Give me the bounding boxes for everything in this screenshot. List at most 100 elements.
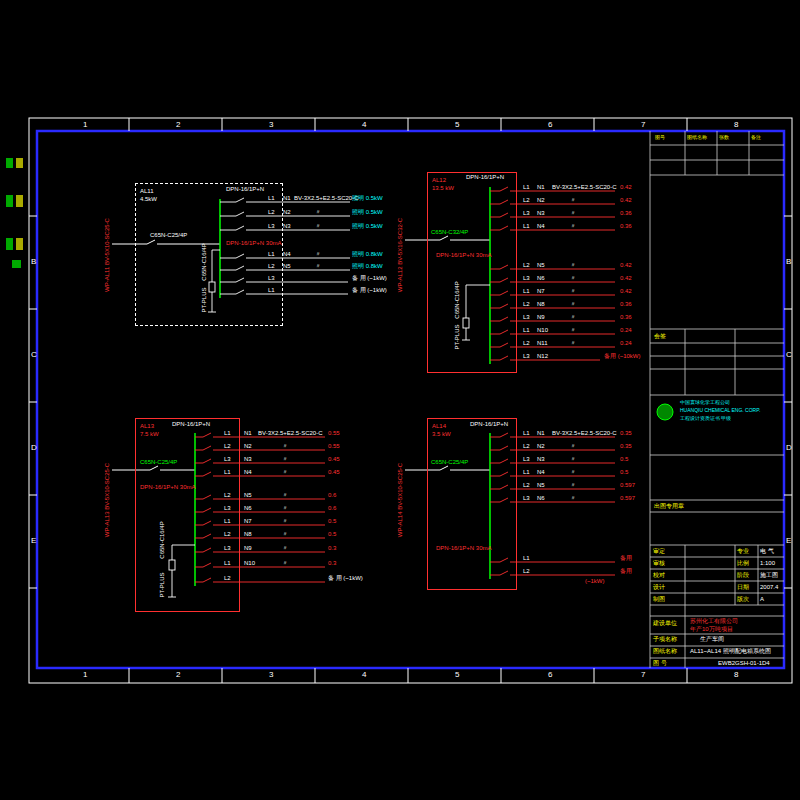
drawing-text: 0.6	[328, 505, 336, 511]
drawing-text: DPN-16/1P+N 30mA	[226, 240, 282, 246]
branch-circuits	[490, 433, 615, 575]
drawing-text: 子项名称	[653, 636, 677, 642]
drawing-text: 〃	[282, 492, 288, 498]
drawing-text: 〃	[282, 560, 288, 566]
drawing-text: L3	[224, 456, 231, 462]
busbar	[194, 433, 196, 586]
company-logo	[657, 404, 673, 420]
drawing-text: N2	[537, 443, 545, 449]
drawing-text: C65N-C25/4P	[431, 459, 468, 465]
drawing-text: L1	[523, 223, 530, 229]
drawing-text: 3	[269, 671, 273, 679]
drawing-text: 电 气	[760, 548, 774, 554]
distribution-panel: AL1213.5 kW	[427, 172, 517, 373]
drawing-text: 0.5	[620, 469, 628, 475]
drawing-text: 0.36	[620, 301, 632, 307]
drawing-text: L3	[268, 275, 275, 281]
drawing-text: 0.35	[620, 443, 632, 449]
drawing-text: 制图	[653, 596, 665, 602]
drawing-text: 7	[641, 121, 645, 129]
distribution-panel: AL114.5kW	[135, 183, 283, 326]
drawing-text: 图纸名称	[653, 648, 677, 654]
drawing-text: A	[760, 596, 764, 602]
drawing-text: L1	[224, 518, 231, 524]
drawing-text: 备用	[620, 555, 632, 561]
drawing-text: DPN-16/1P+N 30mA	[140, 484, 196, 490]
drawing-text: 备用	[620, 568, 632, 574]
drawing-text: 〃	[315, 209, 321, 215]
drawing-text: L2	[523, 443, 530, 449]
drawing-text: L1	[523, 327, 530, 333]
drawing-text: L3	[523, 495, 530, 501]
drawing-text: 0.597	[620, 495, 635, 501]
drawing-text: N4	[537, 223, 545, 229]
drawing-text: 〃	[570, 223, 576, 229]
drawing-text: 〃	[570, 275, 576, 281]
panel-heading: 4.5kW	[140, 195, 278, 203]
drawing-text: 备 用 (~1kW)	[352, 275, 387, 281]
drawing-text: BV-3X2.5+E2.5-SC20-C	[552, 430, 617, 436]
drawing-text: 〃	[282, 505, 288, 511]
drawing-text: 0.42	[620, 262, 632, 268]
drawing-text: N6	[244, 505, 252, 511]
drawing-text: N6	[537, 275, 545, 281]
cable-label: C65N-C16/4P	[159, 521, 165, 558]
drawing-text: L1	[224, 469, 231, 475]
drawing-text: 6	[548, 671, 552, 679]
drawing-text: 0.5	[328, 518, 336, 524]
stamp	[6, 238, 13, 250]
drawing-text: N11	[537, 340, 548, 346]
panel-heading: 13.5 kW	[432, 184, 512, 192]
drawing-text: L2	[224, 531, 231, 537]
drawing-text: 0.5	[620, 456, 628, 462]
drawing-text: L3	[224, 545, 231, 551]
drawing-text: 〃	[282, 456, 288, 462]
surge-protector-wire	[208, 250, 220, 312]
distribution-panel: AL143.5 kW	[427, 418, 517, 590]
drawing-text: N8	[537, 301, 545, 307]
panel-heading: 3.5 kW	[432, 430, 512, 438]
stamp	[6, 158, 13, 168]
drawing-text: L2	[268, 263, 275, 269]
drawing-text: B	[31, 258, 36, 266]
drawing-text: 施工图	[760, 572, 778, 578]
drawing-text: 〃	[282, 518, 288, 524]
drawing-text: 〃	[570, 495, 576, 501]
drawing-text: N2	[244, 443, 252, 449]
drawing-text: 5	[455, 671, 459, 679]
drawing-text: 照明 0.5kW	[352, 209, 383, 215]
drawing-text: L1	[224, 430, 231, 436]
drawing-text: L2	[523, 262, 530, 268]
drawing-text: L1	[523, 184, 530, 190]
drawing-text: N5	[283, 263, 291, 269]
surge-protector-wire	[168, 545, 195, 597]
drawing-text: C65N-C25/4P	[140, 459, 177, 465]
drawing-text: 照明 0.8kW	[352, 263, 383, 269]
drawing-text: 3	[269, 121, 273, 129]
drawing-text: L2	[268, 209, 275, 215]
surge-protector-symbol	[209, 282, 215, 292]
drawing-text: N12	[537, 353, 548, 359]
surge-protector-symbol	[463, 318, 469, 328]
drawing-text: DPN-16/1P+N 30mA	[436, 252, 492, 258]
drawing-text: E	[31, 537, 36, 545]
drawing-text: L3	[224, 505, 231, 511]
branch-circuits	[490, 187, 615, 360]
drawing-text: 设计	[653, 584, 665, 590]
drawing-text: (~1kW)	[585, 578, 605, 584]
drawing-text: 2007.4	[760, 584, 778, 590]
drawing-text: N1	[244, 430, 252, 436]
drawing-text: 2	[176, 121, 180, 129]
drawing-text: L1	[523, 288, 530, 294]
drawing-text: N6	[537, 495, 545, 501]
drawing-text: 〃	[282, 545, 288, 551]
drawing-text: 校对	[653, 572, 665, 578]
drawing-text: N7	[244, 518, 252, 524]
drawing-text: L2	[523, 482, 530, 488]
drawing-text: 〃	[282, 469, 288, 475]
drawing-text: N5	[537, 482, 545, 488]
drawing-text: 〃	[570, 340, 576, 346]
drawing-text: C	[786, 351, 792, 359]
drawing-text: B	[786, 258, 791, 266]
